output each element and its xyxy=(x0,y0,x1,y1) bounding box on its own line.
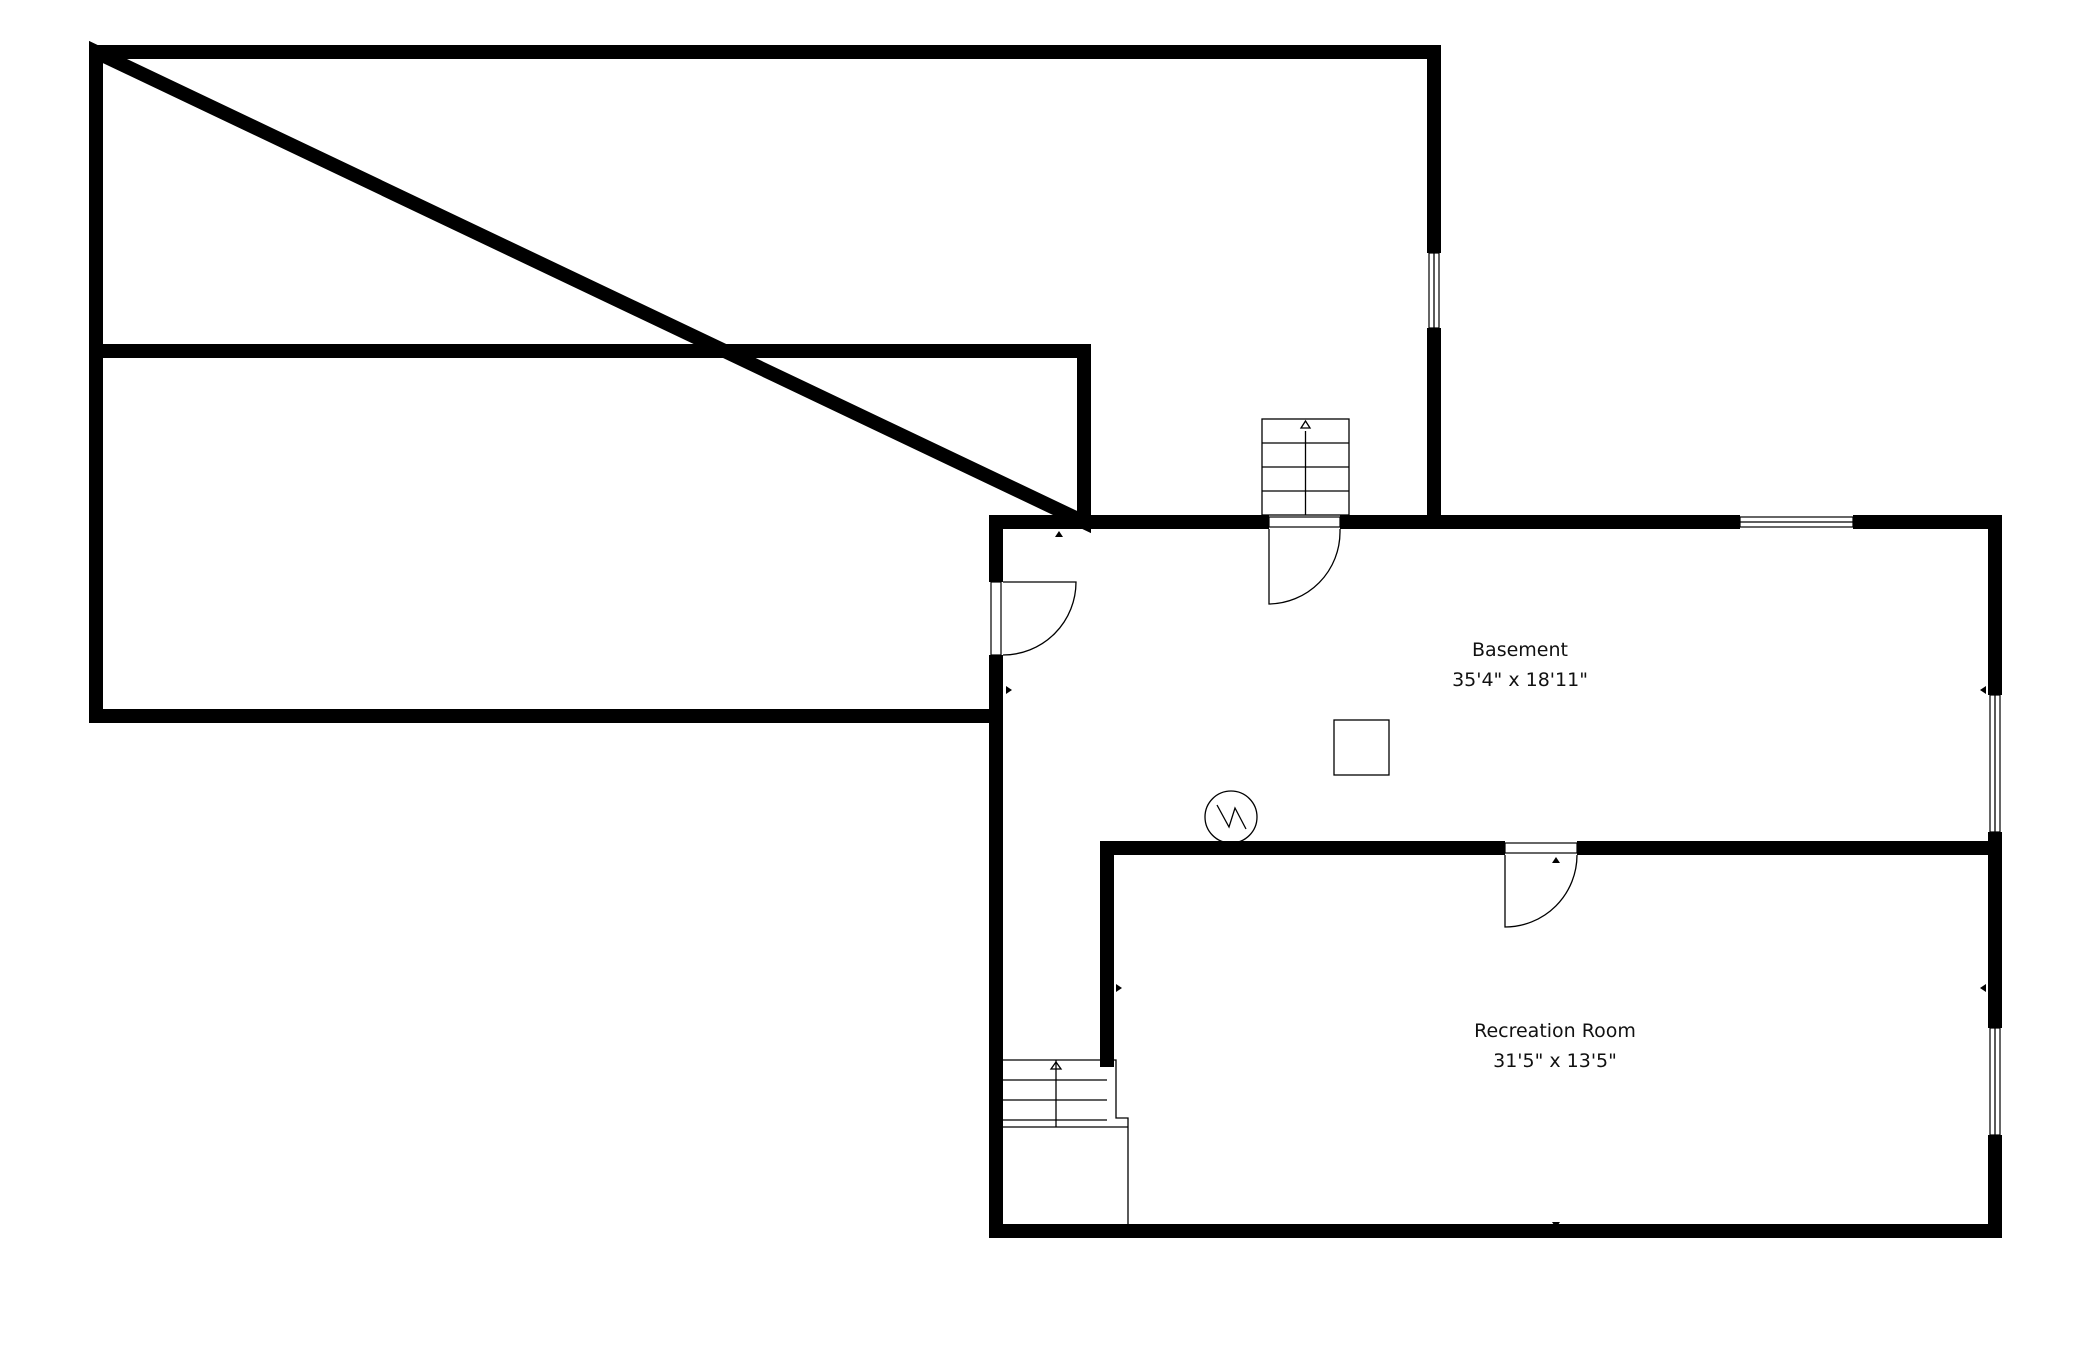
stairs-up-arrow-icon xyxy=(1299,419,1312,429)
room-label-recreation-room: Recreation Room 31'5" x 13'5" xyxy=(1474,1016,1636,1076)
room-dimensions: 35'4" x 18'11" xyxy=(1452,669,1588,691)
room-label-basement: Basement 35'4" x 18'11" xyxy=(1452,635,1588,695)
water-heater-icon xyxy=(1204,790,1258,844)
stairs-lower-arrow-icon xyxy=(1049,1060,1063,1070)
stairs-lower xyxy=(1003,1059,1129,1224)
upper-block-wall xyxy=(89,40,1441,534)
dimension-markers xyxy=(1006,531,1986,1228)
window-upper-right xyxy=(1427,252,1441,329)
window-basement-right xyxy=(1988,694,2002,833)
stairs-upper xyxy=(1261,418,1350,516)
window-basement-top xyxy=(1739,515,1854,529)
room-dimensions: 31'5" x 13'5" xyxy=(1493,1050,1617,1072)
doors xyxy=(989,515,1578,928)
room-name: Basement xyxy=(1472,639,1568,661)
lower-left-block-wall xyxy=(89,344,1003,723)
windows xyxy=(1427,252,2002,1136)
recreation-room-wall xyxy=(1100,841,2002,1067)
room-name: Recreation Room xyxy=(1474,1020,1636,1042)
door-recreation-room xyxy=(1504,841,1578,928)
support-column-icon xyxy=(1333,719,1390,776)
door-top-stairs xyxy=(1268,515,1341,605)
door-left-storage xyxy=(989,581,1077,656)
basement-outer-wall xyxy=(989,515,2002,1238)
outer-walls xyxy=(89,40,2002,1238)
window-recreation-right xyxy=(1988,1027,2002,1136)
